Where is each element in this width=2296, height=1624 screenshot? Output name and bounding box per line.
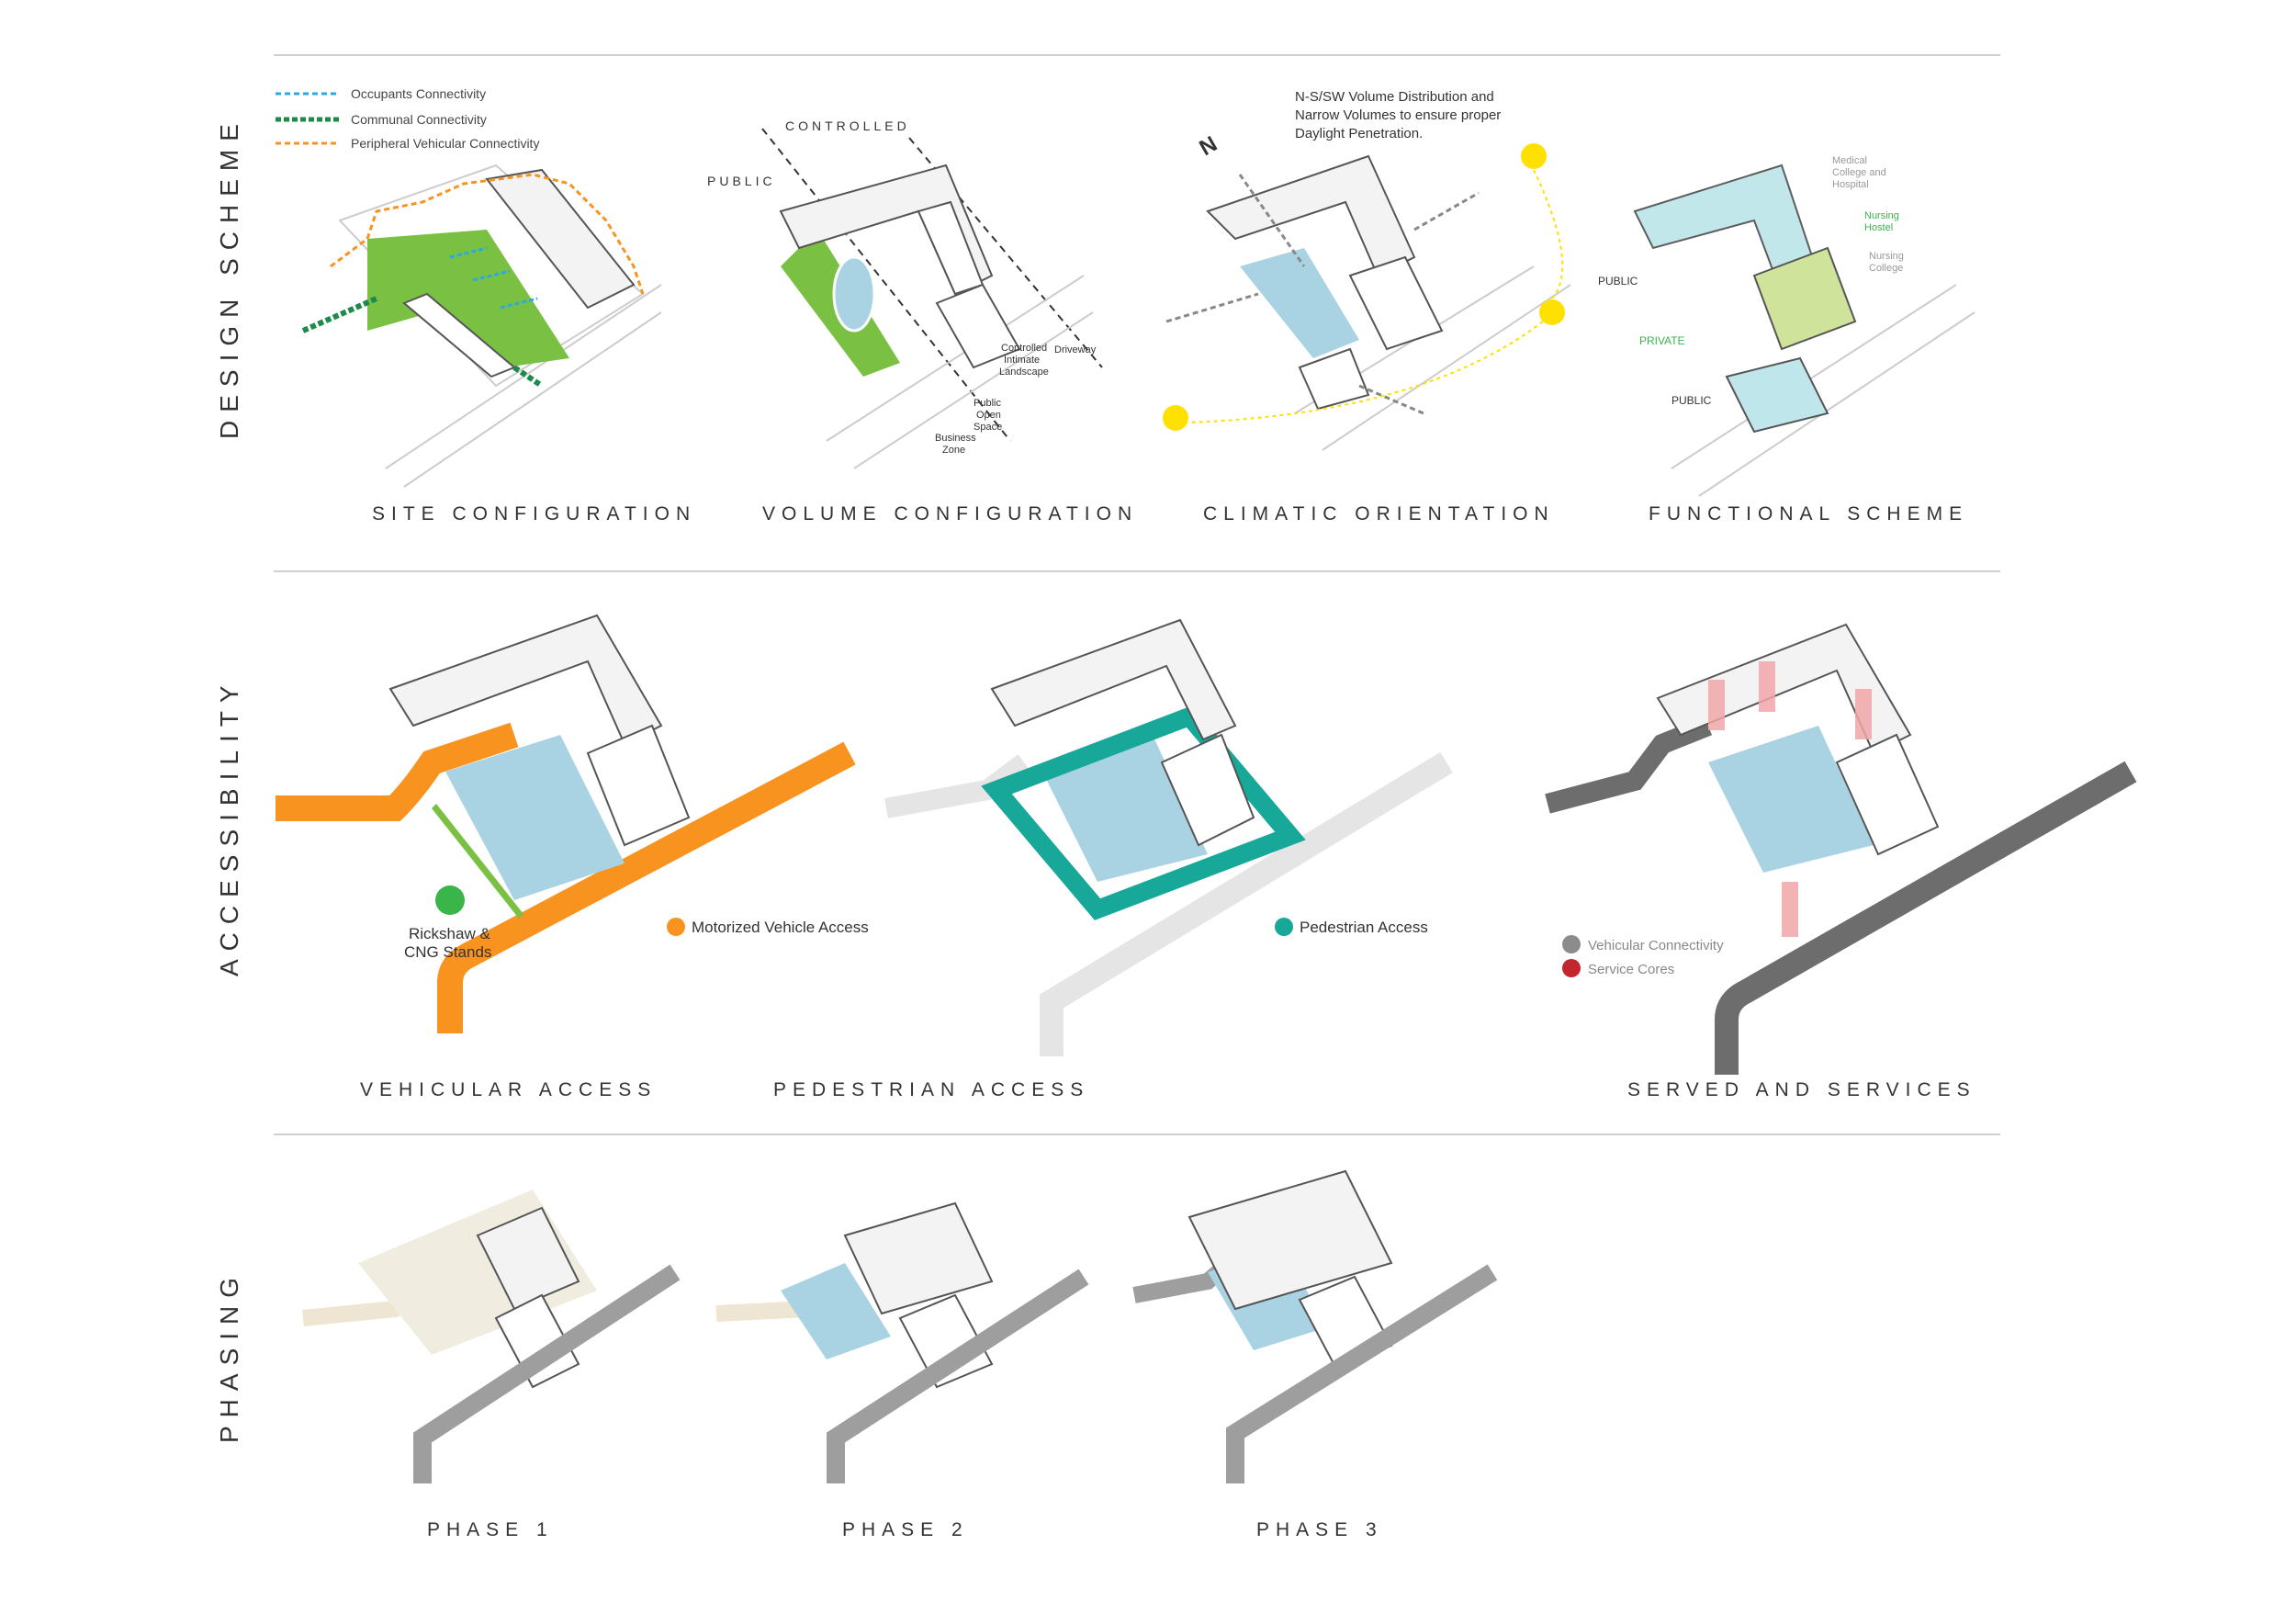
label-medical-3: Hospital	[1832, 179, 1869, 190]
label-driveway: Driveway	[1054, 344, 1097, 355]
label-nursing-hostel-2: Hostel	[1864, 222, 1893, 233]
label-public-a: PUBLIC	[1598, 275, 1638, 288]
legend-pedestrian-access: Pedestrian Access	[1300, 919, 1428, 936]
rickshaw-label-1: Rickshaw &	[409, 925, 490, 942]
label-controlled: CONTROLLED	[785, 118, 910, 133]
caption-vehicular-access: VEHICULAR ACCESS	[360, 1079, 658, 1100]
label-public-b: PUBLIC	[1671, 394, 1712, 407]
climate-note-line-1: N-S/SW Volume Distribution and	[1295, 89, 1494, 105]
vehicular-access-diagram: Rickshaw &CNG Stands Motorized Vehicle A…	[276, 614, 869, 1033]
served-and-services-diagram: Vehicular Connectivity Service Cores	[1545, 623, 2137, 1075]
caption-pedestrian-access: PEDESTRIAN ACCESS	[773, 1079, 1090, 1100]
sun-icon	[1521, 143, 1547, 169]
caption-functional-scheme: FUNCTIONAL SCHEME	[1649, 503, 1969, 524]
row-title-phasing: PHASING	[215, 1269, 243, 1443]
label-public-open-space-3: Space	[974, 422, 1002, 433]
label-business-zone-1: Business	[935, 433, 976, 444]
label-medical-2: College and	[1832, 167, 1886, 178]
legend-service-cores: Service Cores	[1588, 962, 1674, 977]
compass-north-label: N	[1196, 131, 1222, 161]
label-nursing-hostel-1: Nursing	[1864, 210, 1899, 221]
label-private: PRIVATE	[1639, 334, 1685, 347]
caption-site-configuration: SITE CONFIGURATION	[372, 503, 697, 524]
label-controlled-landscape-3: Landscape	[999, 367, 1049, 378]
label-business-zone-2: Zone	[942, 445, 965, 456]
phase-1-diagram	[302, 1190, 681, 1483]
legend-peripheral-vehicular: Peripheral Vehicular Connectivity	[351, 136, 539, 151]
label-public-open-space-2: Open	[976, 410, 1001, 421]
pedestrian-legend-dot	[1275, 918, 1293, 936]
caption-volume-configuration: VOLUME CONFIGURATION	[762, 503, 1139, 524]
label-controlled-landscape-1: Controlled	[1001, 343, 1047, 354]
label-nursing-college-2: College	[1869, 263, 1903, 274]
label-public-open-space-1: Public	[974, 398, 1001, 409]
caption-phase-3: PHASE 3	[1256, 1519, 1383, 1540]
rickshaw-icon	[435, 885, 465, 915]
legend-vehicular-connectivity: Vehicular Connectivity	[1588, 938, 1724, 953]
svg-text:Rickshaw &CNG Stands: Rickshaw &CNG Stands	[404, 925, 491, 961]
service-cores-dot	[1562, 959, 1581, 977]
row-title-accessibility: ACCESSIBILITY	[215, 677, 243, 976]
divider-top	[274, 54, 2000, 56]
sun-icon	[1539, 299, 1565, 325]
caption-climatic-orientation: CLIMATIC ORIENTATION	[1203, 503, 1555, 524]
legend-motorized-vehicle-access: Motorized Vehicle Access	[692, 919, 869, 936]
site-configuration-diagram: Occupants Connectivity Communal Connecti…	[276, 86, 662, 488]
phase-3-diagram	[1132, 1169, 1498, 1483]
pedestrian-access-diagram: Pedestrian Access	[884, 618, 1453, 1056]
phase-2-diagram	[715, 1201, 1089, 1483]
legend-communal-connectivity: Communal Connectivity	[351, 112, 487, 127]
label-nursing-college-1: Nursing	[1869, 251, 1904, 262]
divider-middle	[274, 570, 2000, 572]
motorized-legend-dot	[667, 918, 685, 936]
vehicular-connectivity-dot	[1562, 935, 1581, 953]
label-controlled-landscape-2: Intimate	[1004, 355, 1040, 366]
climate-note-line-3: Daylight Penetration.	[1295, 126, 1423, 141]
row-title-design-scheme: DESIGN SCHEME	[215, 116, 243, 439]
caption-phase-1: PHASE 1	[427, 1519, 554, 1540]
climate-note-line-2: Narrow Volumes to ensure proper	[1295, 107, 1501, 123]
caption-served-and-services: SERVED AND SERVICES	[1627, 1079, 1976, 1100]
legend-occupants-connectivity: Occupants Connectivity	[351, 86, 486, 101]
label-medical-1: Medical	[1832, 155, 1867, 166]
label-public: PUBLIC	[707, 174, 776, 188]
sun-icon	[1163, 405, 1188, 431]
divider-bottom	[274, 1133, 2000, 1135]
rickshaw-label-2: CNG Stands	[404, 943, 491, 961]
caption-phase-2: PHASE 2	[842, 1519, 969, 1540]
